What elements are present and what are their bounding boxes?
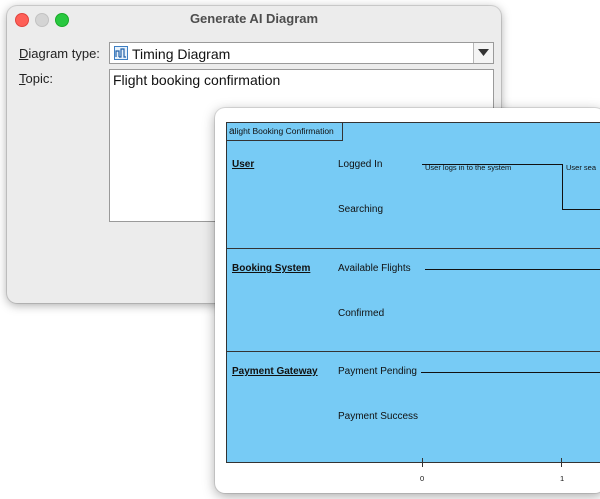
payment-waveform: [421, 372, 600, 373]
timing-diagram-frame: alight Booking Confirmation User Logged …: [226, 122, 600, 463]
state-payment-pending: Payment Pending: [338, 366, 417, 377]
lifeline-separator: [227, 248, 600, 249]
time-tick: [422, 458, 423, 467]
diagram-type-select[interactable]: Timing Diagram: [109, 42, 494, 64]
window-title: Generate AI Diagram: [189, 11, 319, 26]
diagram-preview-window: alight Booking Confirmation User Logged …: [215, 108, 600, 493]
state-payment-success: Payment Success: [338, 411, 419, 422]
frame-title: light Booking Confirmation: [234, 126, 334, 136]
user-waveform-low: [562, 209, 600, 210]
diagram-type-value: Timing Diagram: [132, 46, 231, 62]
timing-diagram-icon: [114, 46, 128, 60]
message-user-searches: User sea: [566, 163, 597, 172]
state-confirmed: Confirmed: [338, 308, 385, 319]
time-tick-label: 1: [560, 474, 565, 483]
title-bar: Generate AI Diagram: [7, 6, 501, 32]
maximize-button[interactable]: [55, 13, 69, 27]
state-searching: Searching: [338, 204, 384, 215]
frame-title-tab: alight Booking Confirmation: [227, 123, 343, 141]
diagram-type-label: Diagram type:: [19, 46, 100, 61]
booking-waveform: [425, 269, 600, 270]
lifeline-booking-system: Booking System: [232, 263, 311, 274]
time-tick: [561, 458, 562, 467]
time-tick-label: 0: [420, 474, 425, 483]
topic-label: Topic:: [19, 71, 53, 86]
state-available-flights: Available Flights: [338, 263, 411, 274]
chevron-down-icon: [478, 49, 489, 56]
user-waveform-transition: [562, 164, 563, 210]
user-waveform-high: [422, 164, 562, 165]
message-user-logs-in: User logs in to the system: [425, 163, 512, 172]
minimize-button[interactable]: [35, 13, 49, 27]
state-logged-in: Logged In: [338, 159, 383, 170]
lifeline-user: User: [232, 159, 255, 170]
lifeline-separator: [227, 351, 600, 352]
dropdown-button[interactable]: [473, 43, 493, 63]
close-button[interactable]: [15, 13, 29, 27]
lifeline-payment-gateway: Payment Gateway: [232, 366, 318, 377]
frame-badge: a: [229, 126, 235, 137]
